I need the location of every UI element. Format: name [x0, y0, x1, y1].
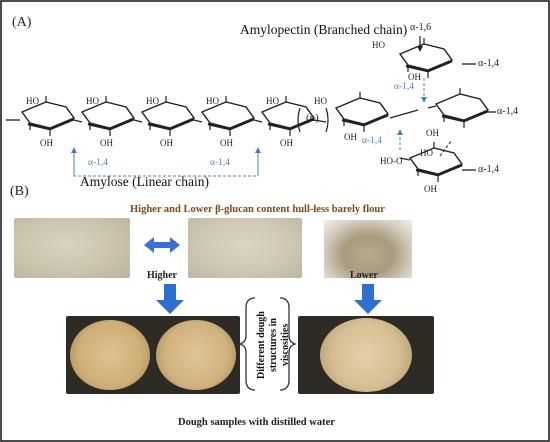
amylose-ho-label: HO	[266, 96, 279, 106]
amylopectin-title: Amylopectin (Branched chain)	[240, 22, 408, 37]
amylose-oh-label: OH	[280, 138, 293, 148]
repeat-n-label: (n)	[306, 112, 319, 124]
amylose-bond-bracket	[71, 147, 261, 177]
panel-b-footer: Dough samples with distilled water	[178, 417, 335, 428]
amylopectin-a16-label: α-1,6	[410, 22, 432, 33]
vertical-annotation: Different dough structures in viscositie…	[256, 311, 291, 379]
amylose-title: Amylose (Linear chain)	[80, 174, 209, 189]
amylose-ho-label: HO	[26, 96, 39, 106]
flour-photo-lower	[188, 218, 302, 278]
right-brace	[279, 297, 298, 391]
flour-pile-photo	[324, 220, 412, 278]
lower-label: Lower	[350, 270, 378, 281]
higher-arrow	[156, 284, 184, 314]
left-brace	[237, 297, 256, 391]
amylose-oh-label: OH	[220, 138, 233, 148]
amylose-oh-label: OH	[160, 138, 173, 148]
amylopectin-ho-label: HO	[420, 148, 433, 158]
amylopectin-oh-label: OH	[426, 128, 439, 138]
dough-photo-higher-pair	[66, 316, 240, 394]
double-arrow	[144, 237, 180, 253]
amylopectin-oh-label: OH	[424, 184, 437, 194]
amylopectin-a14-label: α-1,4	[478, 164, 500, 175]
amylopectin-a14-label: α-1,4	[497, 106, 519, 117]
amylose-bond-label: α-1,4	[88, 158, 109, 168]
amylopectin-hoo-label: HO-O	[380, 156, 403, 166]
amylopectin-oh-label: OH	[408, 72, 421, 82]
amylopectin-structure	[334, 36, 496, 184]
lower-arrow	[354, 284, 382, 314]
amylose-structure	[6, 94, 329, 138]
amylopectin-a14-label: α-1,4	[478, 58, 500, 69]
amylopectin-ho-label: HO	[372, 40, 385, 50]
panel-b-label: (B)	[10, 184, 29, 199]
amylopectin-blue-bond-label: α-1,4	[394, 82, 415, 92]
amylopectin-blue-bond-label: α-1,4	[362, 136, 383, 146]
flour-photo-higher	[14, 218, 130, 278]
amylose-bond-label: α-1,4	[210, 158, 231, 168]
amylose-ho-label: HO	[206, 96, 219, 106]
panel-b-title: Higher and Lower β-glucan content hull-l…	[130, 204, 385, 215]
panel-a-label: (A)	[12, 15, 32, 30]
amylopectin-oh-label: OH	[344, 132, 357, 142]
amylopectin-ho-label: HO	[314, 96, 327, 106]
amylose-oh-label: OH	[40, 138, 53, 148]
higher-label: Higher	[147, 270, 177, 281]
amylose-oh-label: OH	[100, 138, 113, 148]
amylose-ho-label: HO	[146, 96, 159, 106]
amylose-ho-label: HO	[86, 96, 99, 106]
dough-photo-lower	[298, 316, 434, 394]
